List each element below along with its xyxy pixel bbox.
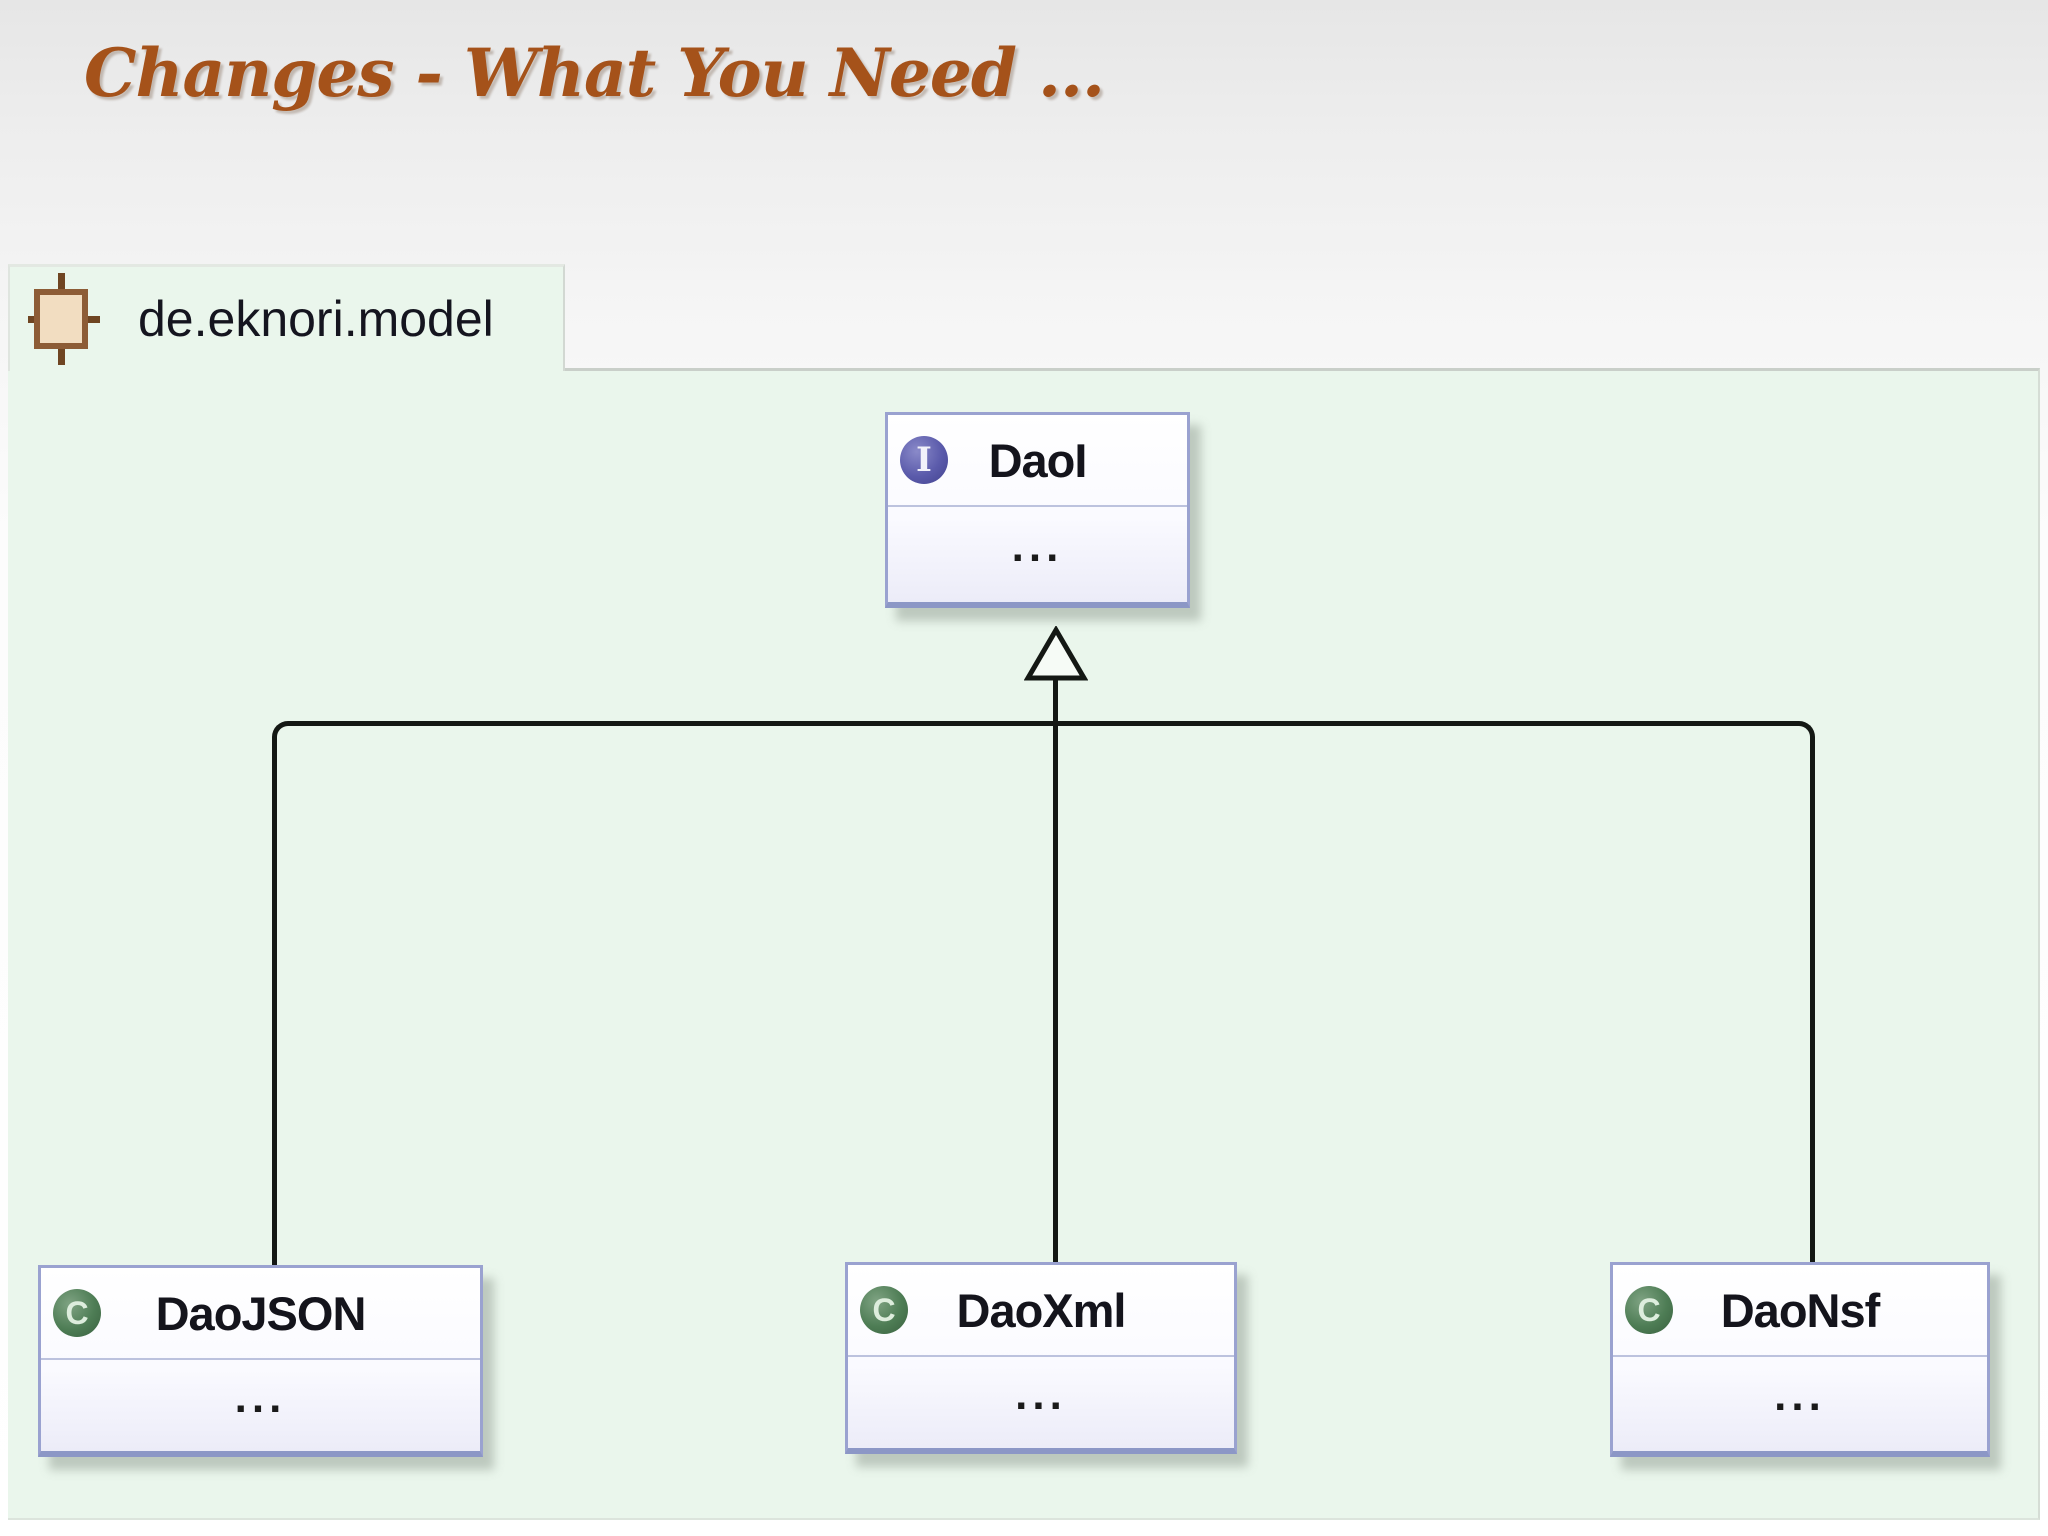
interface-node-members: ... [1011, 521, 1064, 571]
interface-node-body: ... [888, 507, 1187, 600]
package-diagram-icon [28, 273, 100, 365]
interface-node-daoi[interactable]: I DaoI ... [885, 412, 1190, 608]
class-icon: C [860, 1286, 908, 1334]
class-icon: C [53, 1289, 101, 1337]
interface-icon: I [900, 436, 948, 484]
inheritance-connector-bus [272, 721, 1815, 1267]
class-node-members: ... [1774, 1371, 1826, 1420]
class-node-daoxml[interactable]: C DaoXml ... [845, 1262, 1237, 1454]
class-node-label: DaoNsf [1720, 1283, 1881, 1337]
package-icon-square [34, 289, 88, 349]
class-icon: C [1625, 1286, 1673, 1334]
class-node-body: ... [1613, 1357, 1987, 1449]
interface-node-header: I DaoI [888, 415, 1187, 507]
class-node-daojson[interactable]: C DaoJSON ... [38, 1265, 483, 1457]
class-node-header: C DaoNsf [1613, 1265, 1987, 1357]
class-node-header: C DaoXml [848, 1265, 1234, 1357]
class-node-body: ... [848, 1357, 1234, 1446]
page-title: Changes - What You Need ... [84, 34, 1105, 112]
class-node-daonsf[interactable]: C DaoNsf ... [1610, 1262, 1990, 1457]
inheritance-arrowhead-icon [1024, 626, 1088, 681]
class-node-members: ... [234, 1372, 287, 1422]
package-tab[interactable]: de.eknori.model [8, 264, 565, 371]
package-tab-label: de.eknori.model [138, 291, 494, 347]
interface-node-label: DaoI [988, 433, 1088, 487]
class-node-body: ... [41, 1360, 480, 1449]
class-node-label: DaoXml [956, 1283, 1127, 1337]
class-node-header: C DaoJSON [41, 1268, 480, 1360]
inheritance-connector-center-stem [1053, 680, 1058, 1264]
class-node-label: DaoJSON [155, 1286, 367, 1340]
class-node-members: ... [1015, 1369, 1067, 1419]
